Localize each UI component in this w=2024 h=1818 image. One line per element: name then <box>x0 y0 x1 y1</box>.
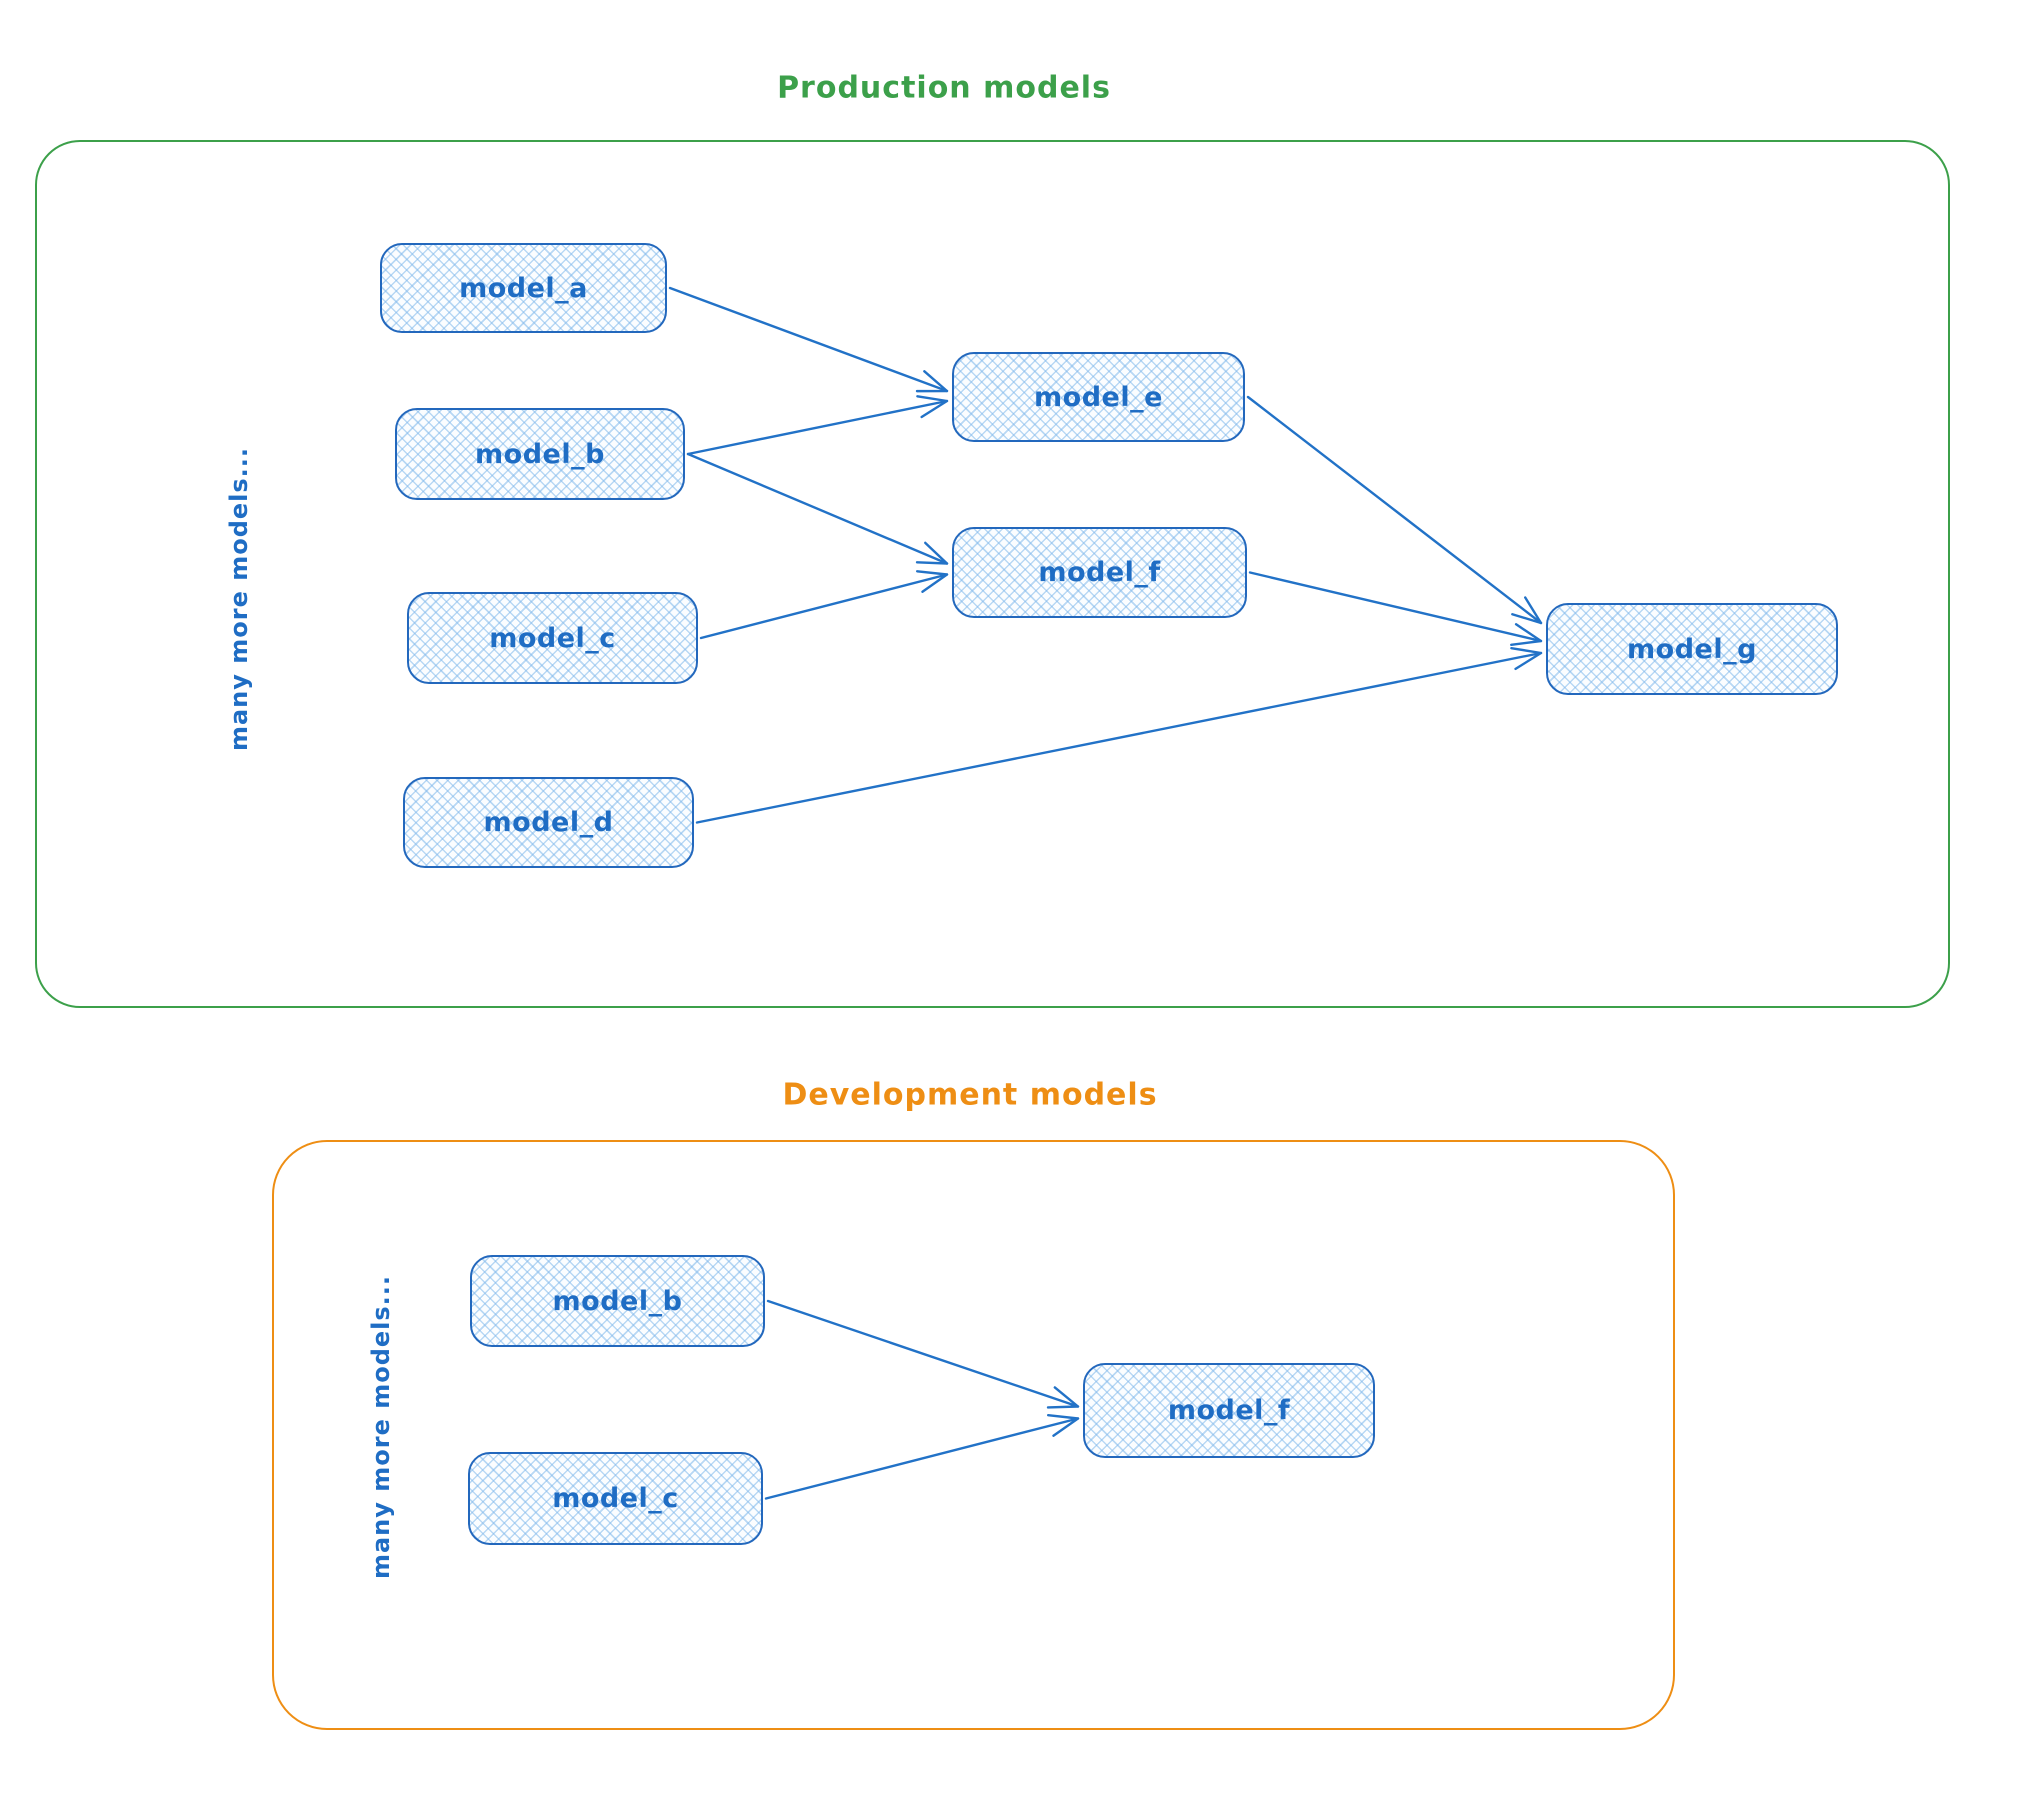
section-frame-development <box>272 1140 1675 1730</box>
model-node-label: model_f <box>1167 1395 1291 1426</box>
side-label-development: many more models... <box>367 1274 395 1580</box>
model-node-production-model_d: model_d <box>403 777 694 868</box>
model-node-label: model_d <box>483 807 614 838</box>
model-node-production-model_f: model_f <box>952 527 1247 618</box>
model-node-production-model_a: model_a <box>380 243 667 333</box>
model-node-label: model_b <box>475 438 605 470</box>
model-node-label: model_a <box>459 272 588 304</box>
section-frame-production <box>35 140 1950 1008</box>
model-node-development-model_b: model_b <box>470 1255 765 1347</box>
model-node-production-model_g: model_g <box>1546 603 1838 695</box>
section-title-development: Development models <box>782 1077 1158 1113</box>
model-node-production-model_b: model_b <box>395 408 685 500</box>
model-node-label: model_e <box>1034 381 1163 413</box>
model-node-development-model_f: model_f <box>1083 1363 1375 1458</box>
model-node-label: model_f <box>1038 557 1161 588</box>
section-title-production: Production models <box>777 70 1111 106</box>
model-node-production-model_c: model_c <box>407 592 698 684</box>
model-node-label: model_c <box>552 1483 679 1514</box>
model-node-label: model_b <box>552 1285 683 1317</box>
model-node-development-model_c: model_c <box>468 1452 763 1545</box>
model-node-label: model_c <box>489 622 616 654</box>
model-node-production-model_e: model_e <box>952 352 1245 442</box>
side-label-production: many more models... <box>225 446 253 752</box>
model-node-label: model_g <box>1627 633 1757 665</box>
